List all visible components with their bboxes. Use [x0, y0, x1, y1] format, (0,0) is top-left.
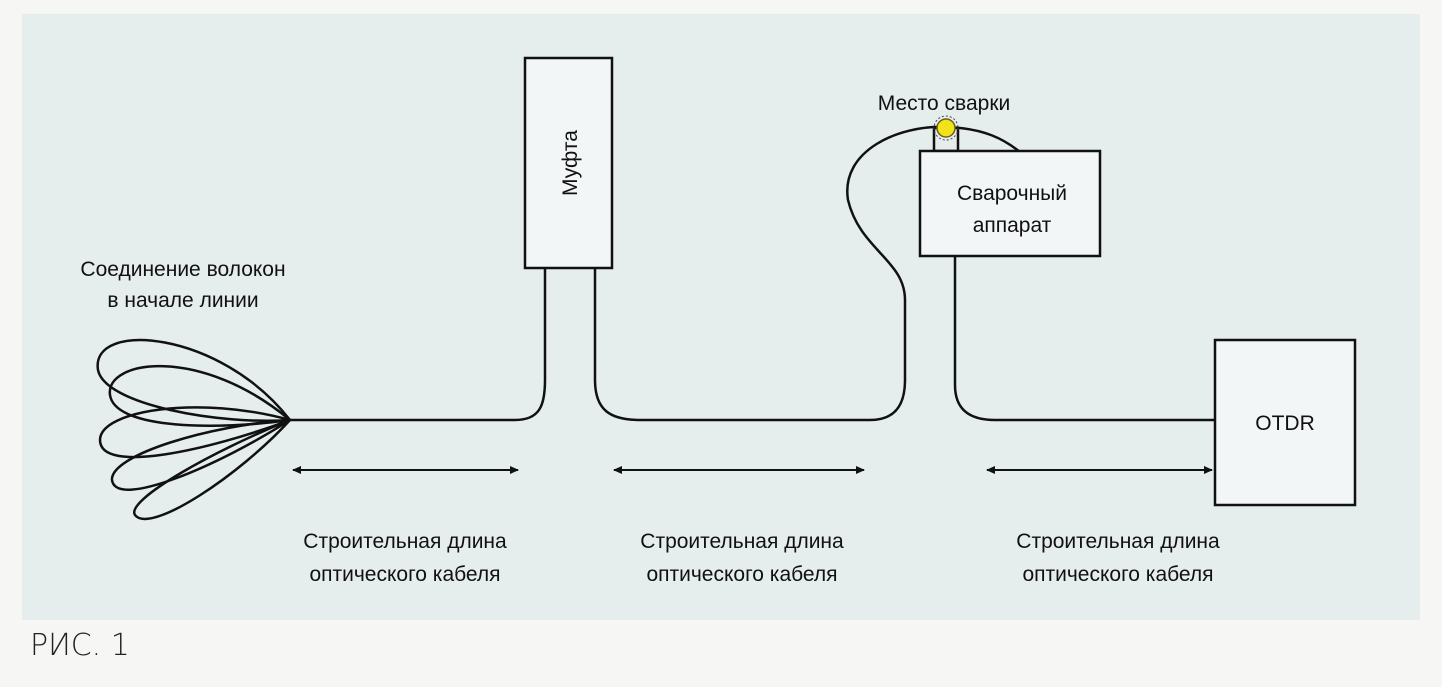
- splicer-box: [918, 149, 1102, 258]
- figure-caption: РИС. 1: [30, 628, 130, 663]
- fiber-joint-label-1: Соединение волокон: [80, 258, 285, 281]
- cable-segment-1: [290, 268, 547, 422]
- otdr-label: OTDR: [1255, 412, 1315, 435]
- cable-segment-3: [953, 256, 1215, 422]
- otdr-box: [1213, 338, 1357, 507]
- segment-label-2-line1: Строительная длина: [640, 530, 844, 553]
- diagram-panel: [22, 14, 1420, 620]
- segment-label-3-line2: оптического кабеля: [1022, 563, 1213, 586]
- coupling-box: [523, 56, 614, 270]
- splicer-label-2: аппарат: [973, 214, 1052, 237]
- segment-label-3-line1: Строительная длина: [1016, 530, 1220, 553]
- splicer-label-1: Сварочный: [957, 182, 1067, 205]
- segment-label-1-line1: Строительная длина: [303, 530, 507, 553]
- segment-label-2-line2: оптического кабеля: [646, 563, 837, 586]
- coupling-label: Муфта: [559, 130, 582, 196]
- fiber-loops-icon: [96, 338, 291, 521]
- splice-point-label: Место сварки: [878, 92, 1011, 115]
- segment-label-1-line2: оптического кабеля: [309, 563, 500, 586]
- splice-point-icon: [933, 115, 959, 141]
- fiber-joint-label-2: в начале линии: [107, 289, 258, 312]
